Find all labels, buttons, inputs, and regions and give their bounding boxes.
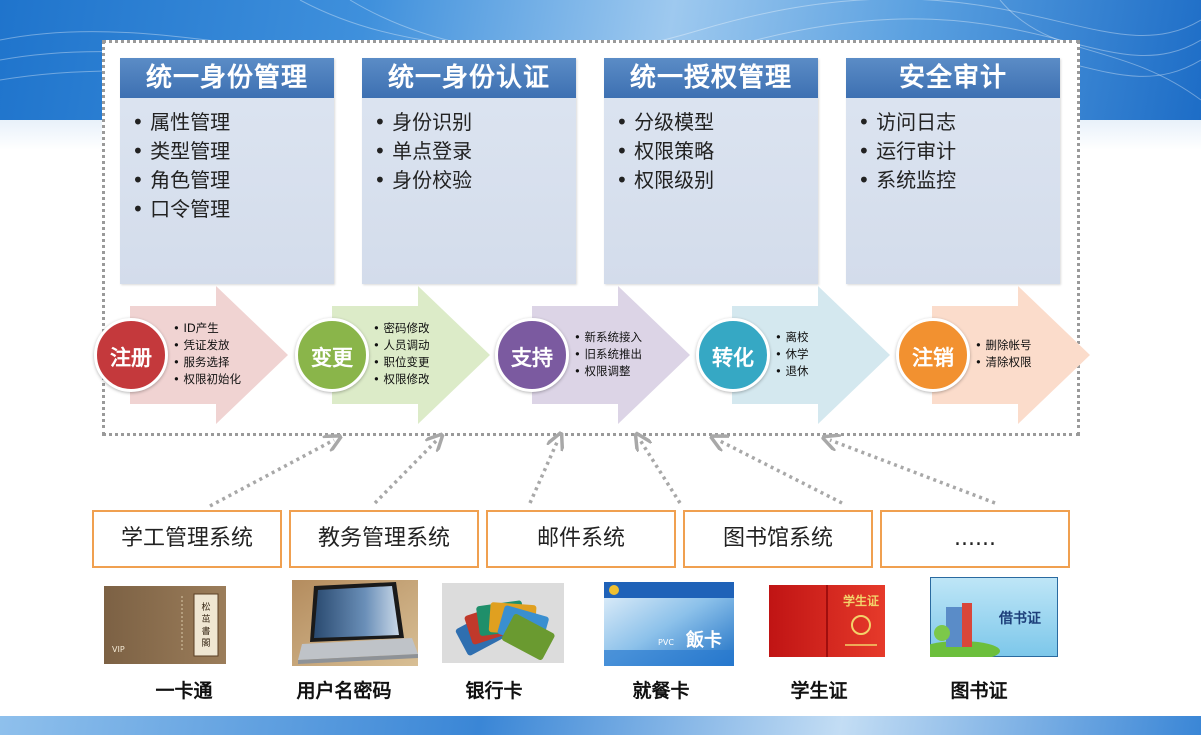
stage-item: 服务选择 (173, 354, 241, 371)
stage-item: 清除权限 (975, 354, 1031, 371)
stage-item: 旧系统推出 (574, 346, 642, 363)
system-more: ...... (880, 510, 1070, 568)
svg-text:茁: 茁 (201, 613, 210, 625)
stage-item: 休学 (775, 346, 808, 363)
stage-change-items: 密码修改 人员调动 职位变更 权限修改 (373, 320, 429, 388)
connector-line (718, 440, 843, 505)
stage-register-items: ID产生 凭证发放 服务选择 权限初始化 (173, 320, 241, 388)
bank-cards-image (442, 583, 564, 663)
stage-item: 人员调动 (373, 337, 429, 354)
connector-line (830, 440, 996, 505)
module-title: 统一身份认证 (362, 58, 576, 98)
stage-item: 密码修改 (373, 320, 429, 337)
stage-item: 职位变更 (373, 354, 429, 371)
svg-text:書: 書 (201, 625, 210, 637)
system-academic-affairs: 教务管理系统 (289, 510, 479, 568)
meal-card-text: 飯卡 (685, 629, 722, 651)
stage-arrow-transform (732, 286, 890, 424)
module-identity-authentication: 统一身份认证 身份识别 单点登录 身份校验 (362, 58, 576, 284)
module-item: 身份识别 (374, 108, 576, 137)
stage-item: 新系统接入 (574, 329, 642, 346)
module-security-audit: 安全审计 访问日志 运行审计 系统监控 (846, 58, 1060, 284)
stage-support: 支持 (495, 318, 569, 392)
module-item: 角色管理 (132, 166, 334, 195)
stage-item: 权限调整 (574, 363, 642, 380)
stage-item: 删除帐号 (975, 337, 1031, 354)
credential-label: 银行卡 (465, 680, 523, 702)
system-mail: 邮件系统 (486, 510, 676, 568)
module-item: 口令管理 (132, 195, 334, 224)
module-item: 单点登录 (374, 137, 576, 166)
stage-item: ID产生 (173, 320, 241, 337)
stage-item: 权限修改 (373, 371, 429, 388)
student-id-image: 学生证 (769, 585, 885, 657)
meal-card-image: 飯卡 PVC (604, 582, 734, 666)
library-card-text: 借书证 (998, 610, 1041, 627)
connector-line (373, 440, 437, 505)
module-item: 权限级别 (616, 166, 818, 195)
system-library: 图书馆系统 (683, 510, 873, 568)
credential-label: 用户名密码 (296, 680, 392, 702)
module-item: 属性管理 (132, 108, 334, 137)
credential-label: 图书证 (950, 680, 1008, 702)
system-student-affairs: 学工管理系统 (92, 510, 282, 568)
stage-item: 退休 (775, 363, 808, 380)
stage-register: 注册 (94, 318, 168, 392)
module-item: 访问日志 (858, 108, 1060, 137)
credential-label: 就餐卡 (632, 680, 690, 702)
stage-item: 凭证发放 (173, 337, 241, 354)
module-title: 安全审计 (846, 58, 1060, 98)
connector-line (209, 440, 334, 508)
svg-text:PVC: PVC (658, 638, 674, 647)
stage-transform: 转化 (696, 318, 770, 392)
module-authorization-management: 统一授权管理 分级模型 权限策略 权限级别 (604, 58, 818, 284)
svg-text:松: 松 (201, 601, 210, 613)
stage-cancel: 注销 (896, 318, 970, 392)
stage-item: 离校 (775, 329, 808, 346)
stage-item: 权限初始化 (173, 371, 241, 388)
credential-label: 学生证 (790, 680, 848, 702)
module-item: 权限策略 (616, 137, 818, 166)
module-item: 系统监控 (858, 166, 1060, 195)
library-card-image: 借书证 (930, 577, 1058, 657)
module-item: 分级模型 (616, 108, 818, 137)
laptop-image (292, 580, 418, 666)
footer-band (0, 716, 1201, 735)
module-item: 身份校验 (374, 166, 576, 195)
student-id-text: 学生证 (843, 593, 879, 608)
vip-card-image: 松 茁 書 閣 VIP (104, 586, 226, 664)
stage-support-items: 新系统接入 旧系统推出 权限调整 (574, 329, 642, 380)
stage-cancel-items: 删除帐号 清除权限 (975, 337, 1031, 371)
module-title: 统一授权管理 (604, 58, 818, 98)
module-item: 类型管理 (132, 137, 334, 166)
stage-change: 变更 (295, 318, 369, 392)
connector-line (528, 440, 558, 504)
stage-transform-items: 离校 休学 退休 (775, 329, 808, 380)
svg-text:VIP: VIP (112, 645, 125, 654)
module-title: 统一身份管理 (120, 58, 334, 98)
connector-line (640, 440, 682, 504)
module-identity-management: 统一身份管理 属性管理 类型管理 角色管理 口令管理 (120, 58, 334, 284)
credential-label: 一卡通 (155, 680, 213, 702)
svg-text:閣: 閣 (201, 638, 210, 649)
module-item: 运行审计 (858, 137, 1060, 166)
